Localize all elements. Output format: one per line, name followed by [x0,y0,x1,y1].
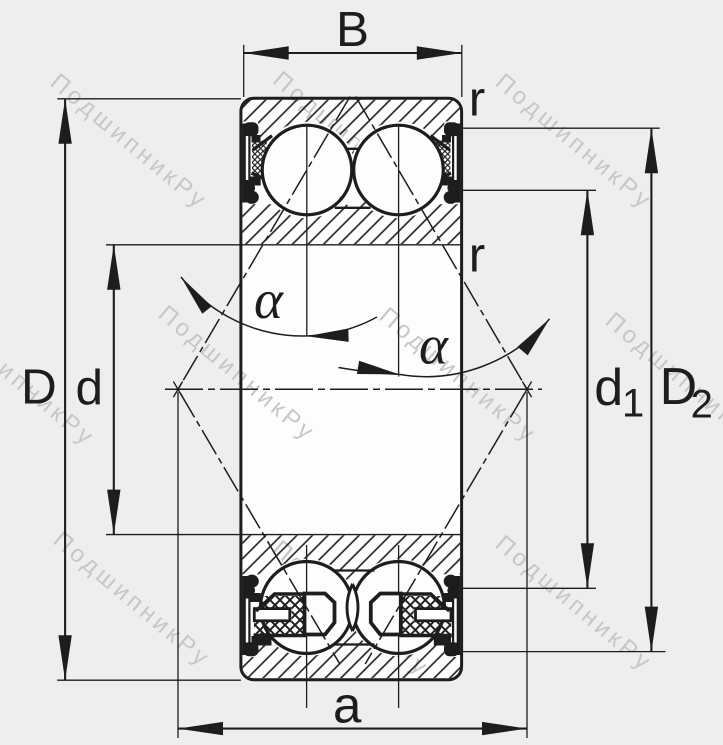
svg-text:α: α [254,269,284,330]
svg-text:D: D [660,358,698,416]
svg-text:D: D [21,359,57,414]
svg-text:a: a [333,677,362,734]
svg-text:d: d [594,359,623,417]
svg-text:r: r [469,72,485,127]
svg-text:d: d [76,360,104,415]
svg-text:α: α [419,315,449,376]
svg-text:r: r [469,227,485,282]
svg-text:2: 2 [691,382,713,426]
svg-text:1: 1 [622,382,644,426]
svg-text:B: B [336,2,369,57]
